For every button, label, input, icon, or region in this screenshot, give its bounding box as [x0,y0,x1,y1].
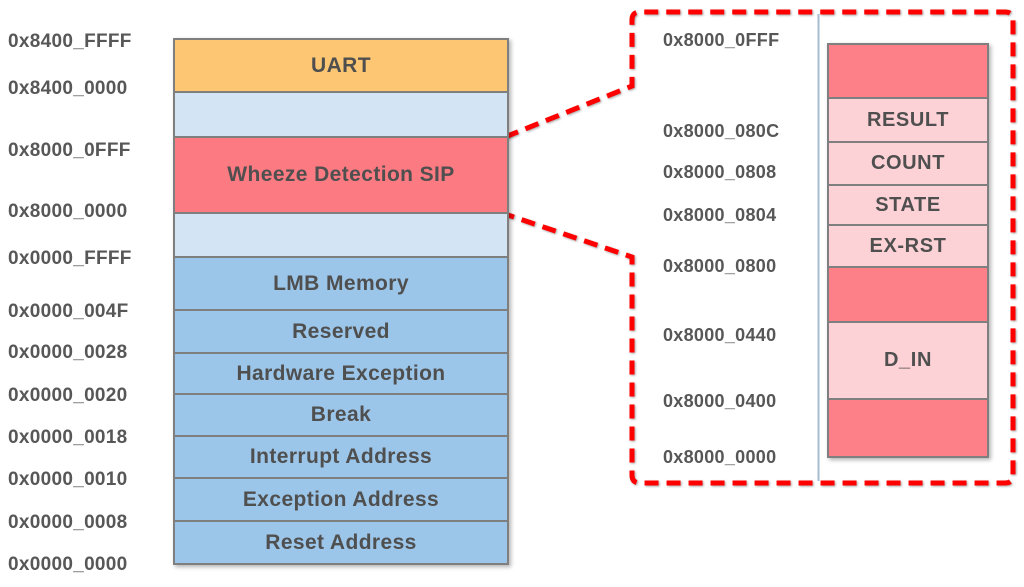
memory-region-unused [175,93,507,138]
memory-region-lmb-memory: LMB Memory [175,258,507,311]
memory-region-unused [175,214,507,258]
memory-region-interrupt-address: Interrupt Address [175,437,507,479]
detail-address-label: 0x8000_0000 [663,447,777,467]
register-region-unused [829,400,987,456]
memory-region-reserved: Reserved [175,311,507,354]
address-label: 0x0000_0008 [8,512,128,533]
register-region-ex-rst: EX-RST [829,226,987,268]
address-label: 0x0000_FFFF [8,248,132,269]
memory-region-hardware-exception: Hardware Exception [175,354,507,395]
address-label: 0x0000_004F [8,301,129,322]
memory-region-uart: UART [175,40,507,93]
address-label: 0x8000_0FFF [8,140,131,161]
register-map-column: RESULT COUNT STATE EX-RST D_IN [827,43,989,458]
memory-map-column: UART Wheeze Detection SIP LMB Memory Res… [173,38,509,565]
address-label: 0x0000_0000 [8,554,128,575]
memory-region-break: Break [175,395,507,437]
memory-region-exception-address: Exception Address [175,479,507,522]
register-region-result: RESULT [829,99,987,143]
address-label: 0x0000_0020 [8,385,128,406]
address-label: 0x8400_FFFF [8,31,132,52]
detail-address-label: 0x8000_0808 [663,162,777,182]
detail-address-label: 0x8000_0FFF [663,30,780,50]
register-region-count: COUNT [829,143,987,186]
memory-region-wheeze-detection-sip: Wheeze Detection SIP [175,138,507,214]
address-label: 0x0000_0028 [8,342,128,363]
address-label: 0x0000_0018 [8,427,128,448]
register-region-unused [829,45,987,99]
detail-address-label: 0x8000_080C [663,121,780,141]
register-region-unused [829,268,987,323]
detail-address-label: 0x8000_0400 [663,391,777,411]
detail-address-label: 0x8000_0440 [663,325,777,345]
memory-region-reset-address: Reset Address [175,522,507,563]
register-region-d-in: D_IN [829,323,987,400]
address-label: 0x8000_0000 [8,201,128,222]
address-label: 0x8400_0000 [8,78,128,99]
address-label: 0x0000_0010 [8,469,128,490]
detail-address-label: 0x8000_0804 [663,205,777,225]
detail-address-label: 0x8000_0800 [663,256,777,276]
register-region-state: STATE [829,186,987,226]
